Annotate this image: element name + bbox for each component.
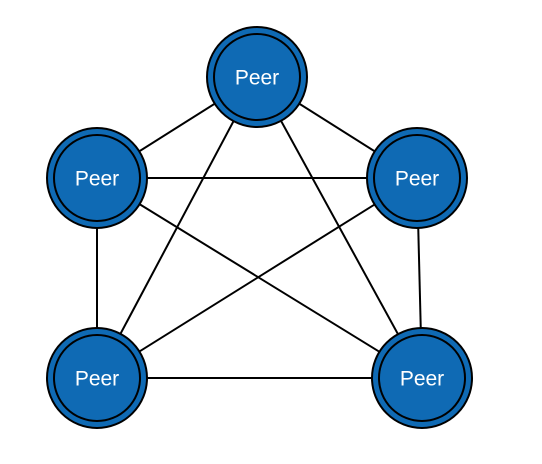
peer-node-outer-ring [46, 127, 148, 229]
peer-node-label: Peer [395, 168, 439, 191]
peer-node-label: Peer [75, 168, 119, 191]
peer-node-label: Peer [235, 67, 279, 90]
connection-line-upper-right-to-lower-left [96, 177, 418, 379]
peer-node-inner-ring [373, 134, 461, 222]
peer-node-inner-ring [213, 33, 301, 121]
connection-line-upper-left-to-lower-right [96, 177, 423, 379]
peer-node-inner-ring [53, 334, 141, 422]
peer-node-upper-left: Peer [46, 127, 148, 229]
peer-node-label: Peer [400, 368, 444, 391]
peer-node-upper-right: Peer [366, 127, 468, 229]
peer-node-outer-ring [46, 327, 148, 429]
peer-node-inner-ring [378, 334, 466, 422]
peer-node-inner-ring [53, 134, 141, 222]
peer-node-lower-right: Peer [371, 327, 473, 429]
peer-node-top: Peer [206, 26, 308, 128]
peer-node-outer-ring [366, 127, 468, 229]
peer-node-outer-ring [371, 327, 473, 429]
peer-node-lower-left: Peer [46, 327, 148, 429]
peer-node-label: Peer [75, 368, 119, 391]
peer-node-outer-ring [206, 26, 308, 128]
